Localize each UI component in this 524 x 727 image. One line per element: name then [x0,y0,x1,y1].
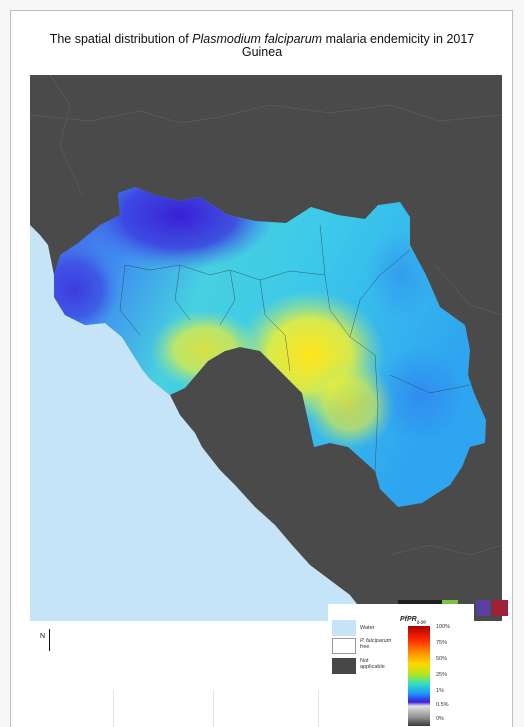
divider [318,690,319,727]
red-logo-icon [492,600,508,616]
map-title: The spatial distribution of Plasmodium f… [0,33,524,59]
water-swatch [332,620,356,636]
north-arrow-icon [49,629,50,651]
pf-free-swatch [332,638,356,654]
map-graphic [30,75,502,621]
scale-tick: 75% [436,640,448,646]
map-title-line-2: Guinea [241,45,283,59]
prevalence-scale-title: PfPR2-10 [400,616,426,625]
scale-tick: 50% [436,656,448,662]
divider [213,690,214,727]
scale-tick: 0.5% [436,702,449,708]
north-arrow-label: N [40,633,46,640]
scale-tick: 100% [436,624,451,630]
water-label: Water [360,625,375,631]
endemicity-map [30,75,502,621]
prevalence-color-ramp [408,626,430,726]
shield-logo-icon [476,600,490,616]
scale-tick: 0% [436,716,444,722]
map-title-line-1: The spatial distribution of Plasmodium f… [49,32,475,46]
not-applicable-swatch [332,658,356,674]
divider [113,690,114,727]
scale-tick: 25% [436,672,448,678]
scale-tick: 1% [436,688,444,694]
